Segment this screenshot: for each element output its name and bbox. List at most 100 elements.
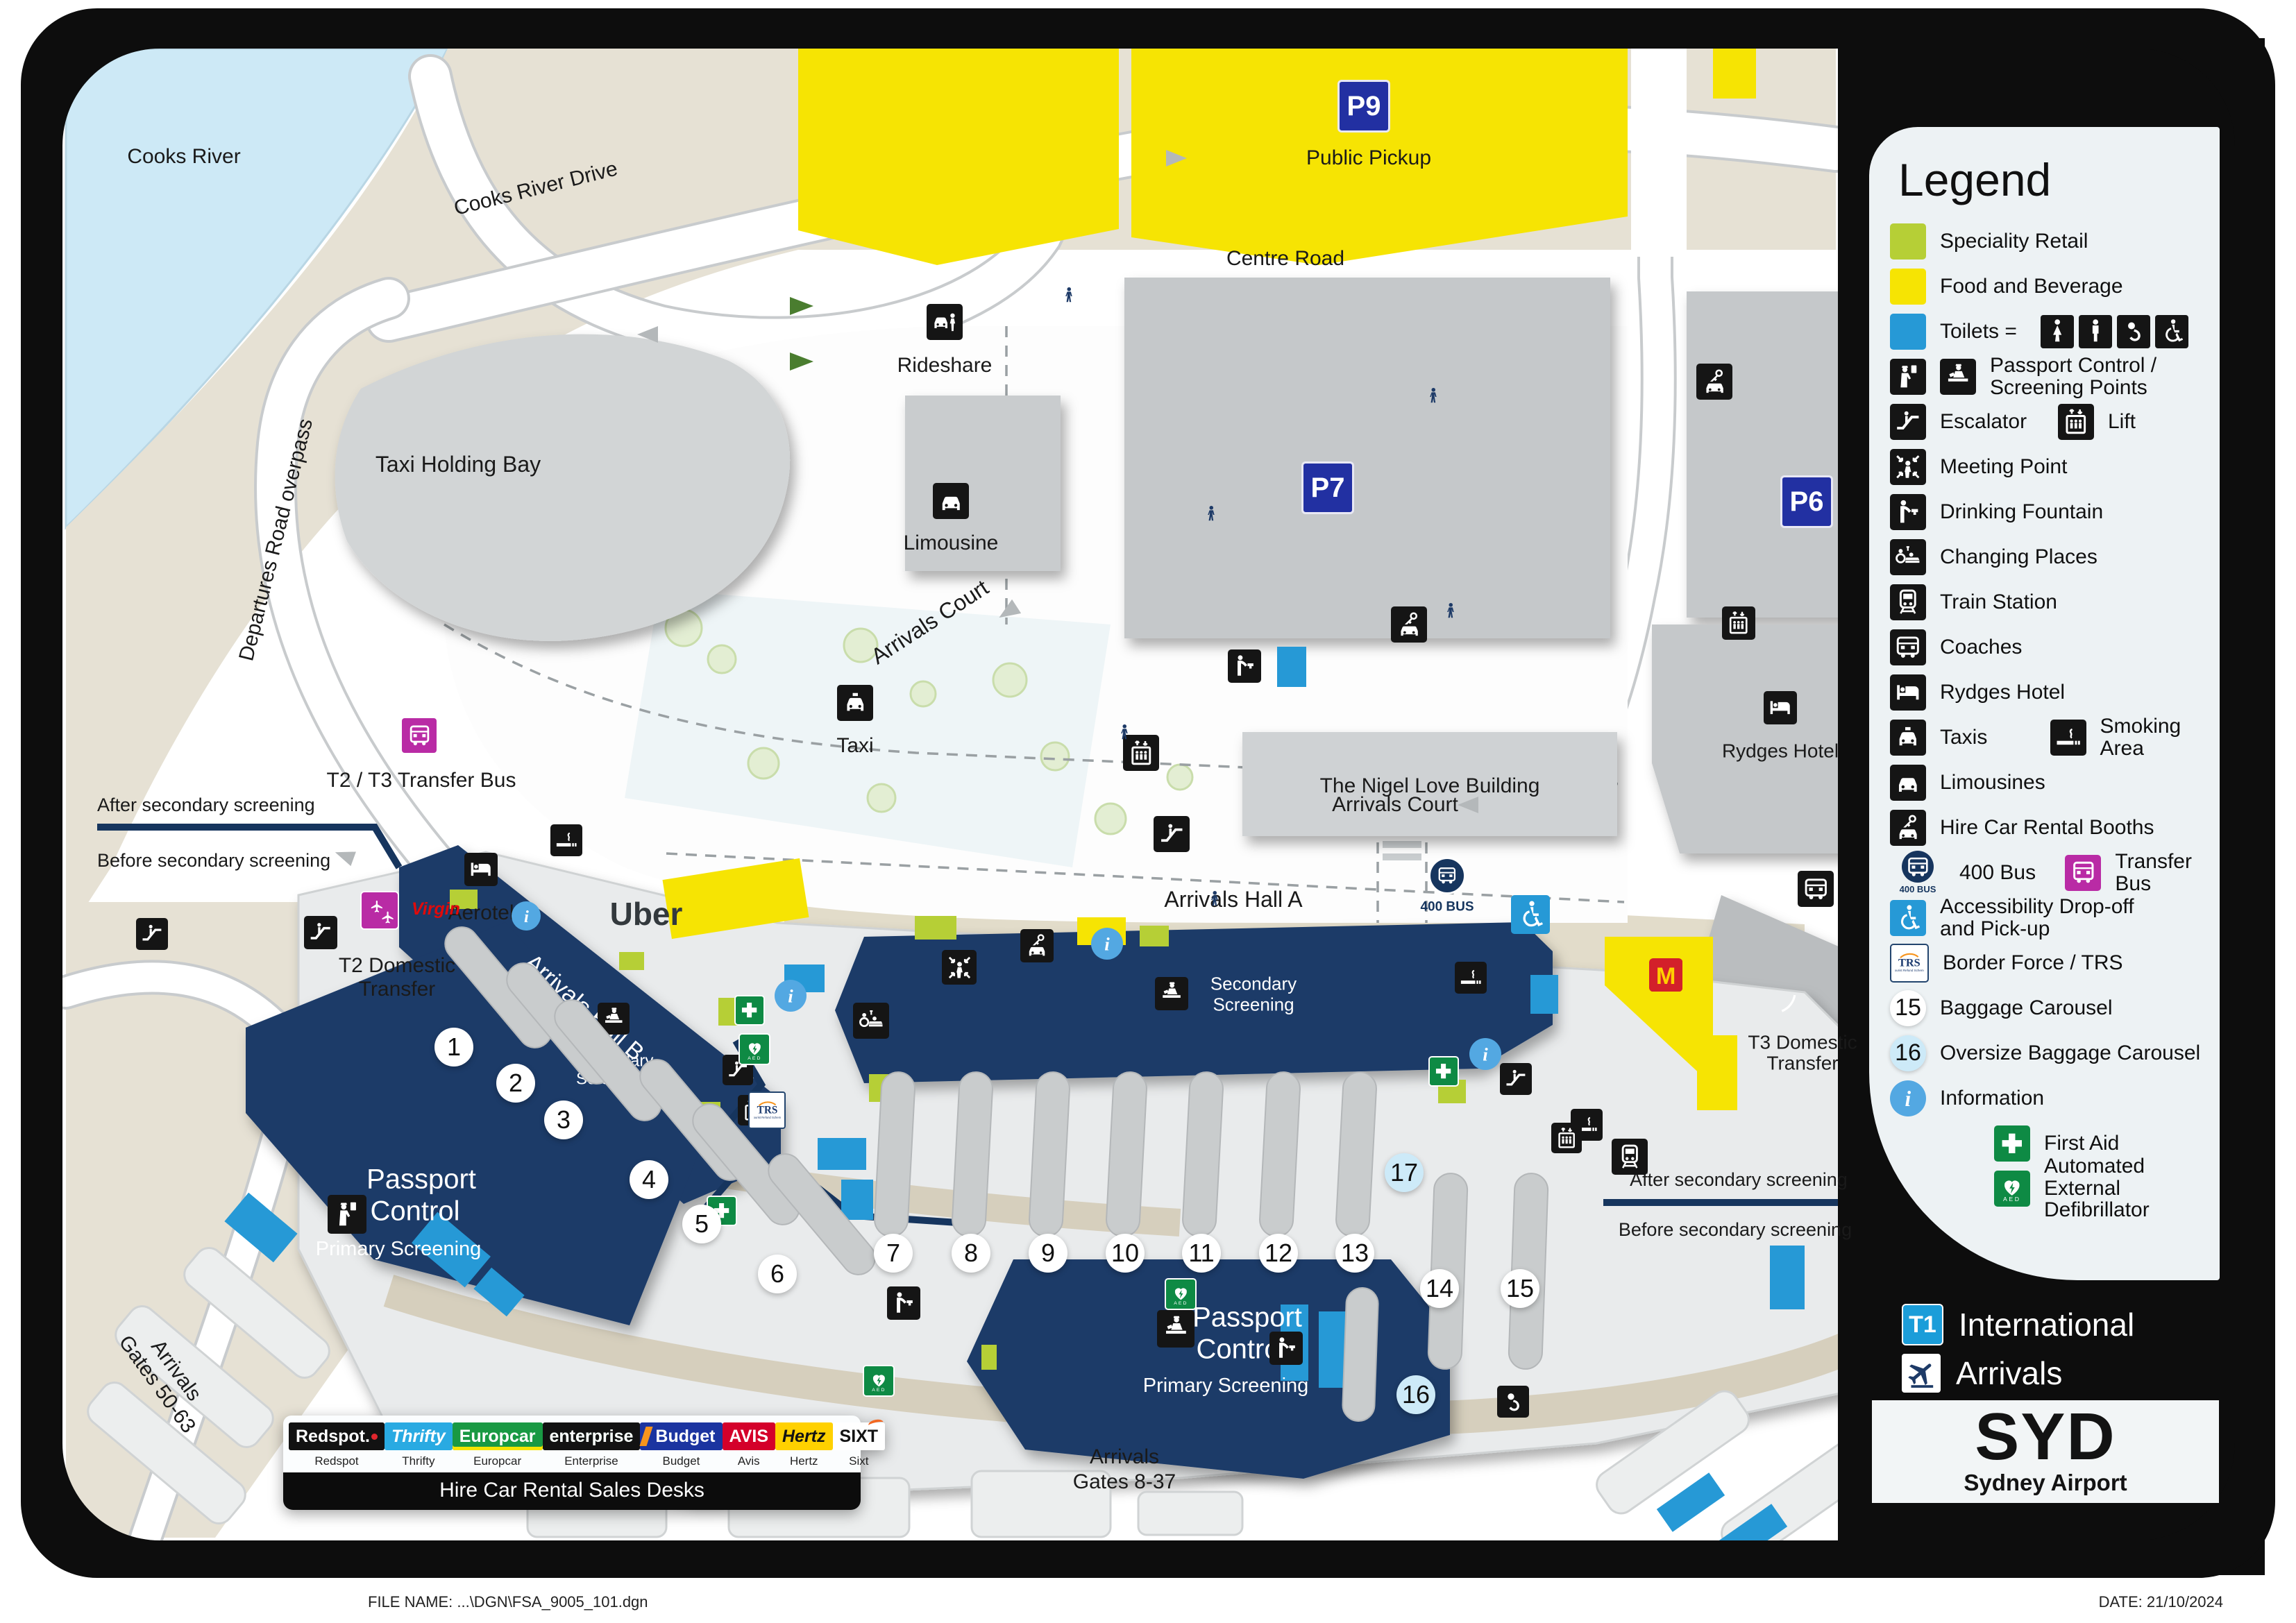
person-icon: [1421, 384, 1445, 407]
legend-label: Food and Beverage: [1940, 274, 2123, 298]
map-label-arrivals-court: Arrivals Court: [1332, 793, 1458, 817]
legend-item: Drinking Fountain: [1869, 489, 2220, 534]
carousel-number-1: 1: [434, 1028, 473, 1067]
legend-label: Escalator: [1940, 409, 2027, 433]
t1-international-label: International: [1959, 1307, 2135, 1343]
map-label-gates-8-37: Gates 8-37: [1072, 1470, 1176, 1494]
smoking-icon: [1455, 962, 1487, 994]
svg-text:M: M: [1656, 963, 1676, 989]
map-label-public-pickup: Public Pickup: [1306, 146, 1432, 170]
rental-brand-chip: Budget: [639, 1422, 723, 1450]
map-label-after-secondary-screening: After secondary screening: [1630, 1169, 1848, 1190]
legend-item: Food and Beverage: [1869, 264, 2220, 309]
smoking-icon: [2050, 719, 2086, 756]
escalator-icon: [136, 918, 168, 950]
aed-icon: AED: [1165, 1278, 1197, 1310]
legend-label: Transfer Bus: [2115, 849, 2192, 895]
train-icon: [1890, 584, 1926, 620]
map-label-virgin: Virgin: [412, 899, 460, 919]
accessibility-icon: [1890, 899, 1926, 936]
taxi-icon: [1890, 719, 1926, 756]
svg-text:Tourist Refund Scheme: Tourist Refund Scheme: [1895, 969, 1924, 972]
rental-brand-chip: Europcar: [452, 1422, 543, 1450]
map-label-passport: Passport: [1192, 1302, 1302, 1333]
rental-brand-chip: SIXT: [832, 1418, 886, 1450]
legend-label: Automated External Defibrillator: [2044, 1154, 2150, 1222]
legend-item: TRSTourist Refund Scheme Border Force / T…: [1869, 940, 2220, 985]
rental-brand-label: Hertz: [789, 1454, 818, 1468]
rental-brand-sixt: SIXT Sixt: [832, 1418, 886, 1468]
mcd-icon: M: [1644, 953, 1687, 996]
legend-label: Information: [1940, 1086, 2045, 1110]
legend-label: First Aid: [2044, 1131, 2120, 1155]
legend-label: Lift: [2108, 409, 2136, 433]
cooks-river-water: [65, 47, 450, 530]
person-icon: [1439, 599, 1462, 622]
info-icon: i: [1469, 1038, 1501, 1070]
map-label-taxi-holding-bay: Taxi Holding Bay: [375, 452, 541, 477]
transfer-bus-icon: [400, 717, 438, 754]
map-label-arrivals-hall-a: Arrivals Hall A: [1164, 887, 1303, 912]
person-icon: [1113, 720, 1136, 744]
t1-badge: T1: [1902, 1304, 1943, 1345]
map-label-primary-screening: Primary Screening: [1142, 1374, 1309, 1397]
changing-places-icon: [853, 1003, 889, 1039]
svg-text:TRS: TRS: [1898, 955, 1921, 969]
airport-logo: SYD Sydney Airport: [1872, 1400, 2219, 1503]
legend-label: Baggage Carousel: [1940, 996, 2113, 1019]
carousel-number-13: 13: [1335, 1234, 1374, 1273]
parking-sign-p6: P6: [1780, 475, 1833, 528]
trees: [664, 609, 1194, 835]
svg-text:i: i: [1104, 934, 1110, 955]
rental-brand-chip: Hertz: [775, 1422, 833, 1450]
road-centre-gap: [1631, 49, 1687, 257]
toilet-zones: [224, 647, 1805, 1563]
rental-brand-label: Redspot: [314, 1454, 359, 1468]
legend-item: Coaches: [1869, 624, 2220, 670]
carousel-number-17: 17: [1385, 1153, 1424, 1192]
map-label-aerotel: Aerotel: [448, 901, 514, 925]
taxi-icon: [837, 685, 873, 721]
carousel-number-9: 9: [1029, 1234, 1067, 1273]
baggage-carousel-belt: [1341, 1286, 1380, 1422]
rental-brand-chip: enterprise: [542, 1422, 641, 1450]
hire-car-icon: [1391, 606, 1427, 643]
legend-label: Border Force / TRS: [1943, 951, 2123, 974]
trs-icon: TRSTourist Refund Scheme: [1890, 943, 1929, 983]
parking-sign-p7: P7: [1301, 461, 1354, 514]
meeting-point-icon: [942, 950, 977, 985]
lift-icon: [1123, 735, 1159, 771]
first-aid-icon: [1428, 1056, 1459, 1087]
file-name-text: FILE NAME: ...\DGN\FSA_9005_101.dgn: [368, 1593, 648, 1611]
person-icon: [1199, 502, 1223, 525]
t1-arrivals-row: Arrivals: [1902, 1352, 2134, 1395]
rental-brand-label: Sixt: [849, 1454, 869, 1468]
map-label-rideshare: Rideshare: [897, 354, 993, 377]
legend-label: Oversize Baggage Carousel: [1940, 1041, 2201, 1064]
bus-400-caption: 400 BUS: [1899, 884, 1936, 894]
lift-icon: [1722, 606, 1755, 640]
map-label-after-secondary-screening: After secondary screening: [97, 794, 315, 815]
airport-code: SYD: [1975, 1399, 2116, 1474]
legend-swatch-green: [1890, 223, 1926, 260]
car-icon: [933, 483, 969, 519]
carousel-number-7: 7: [874, 1234, 913, 1273]
bus400-icon: [1902, 851, 1934, 883]
map-label-before-secondary-screening: Before secondary screening: [97, 849, 331, 871]
info-icon: i: [1091, 928, 1123, 960]
legend-label: Limousines: [1940, 770, 2045, 794]
carousel-number-10: 10: [1106, 1234, 1145, 1273]
meeting-point-icon: [1890, 448, 1926, 485]
bed-icon: [464, 853, 498, 886]
map-label-400-bus: 400 BUS: [1420, 899, 1474, 915]
coach-icon: [1890, 629, 1926, 665]
train-icon: [1612, 1139, 1648, 1175]
legend-item: Rydges Hotel: [1869, 670, 2220, 715]
person-icon: [1203, 887, 1226, 910]
